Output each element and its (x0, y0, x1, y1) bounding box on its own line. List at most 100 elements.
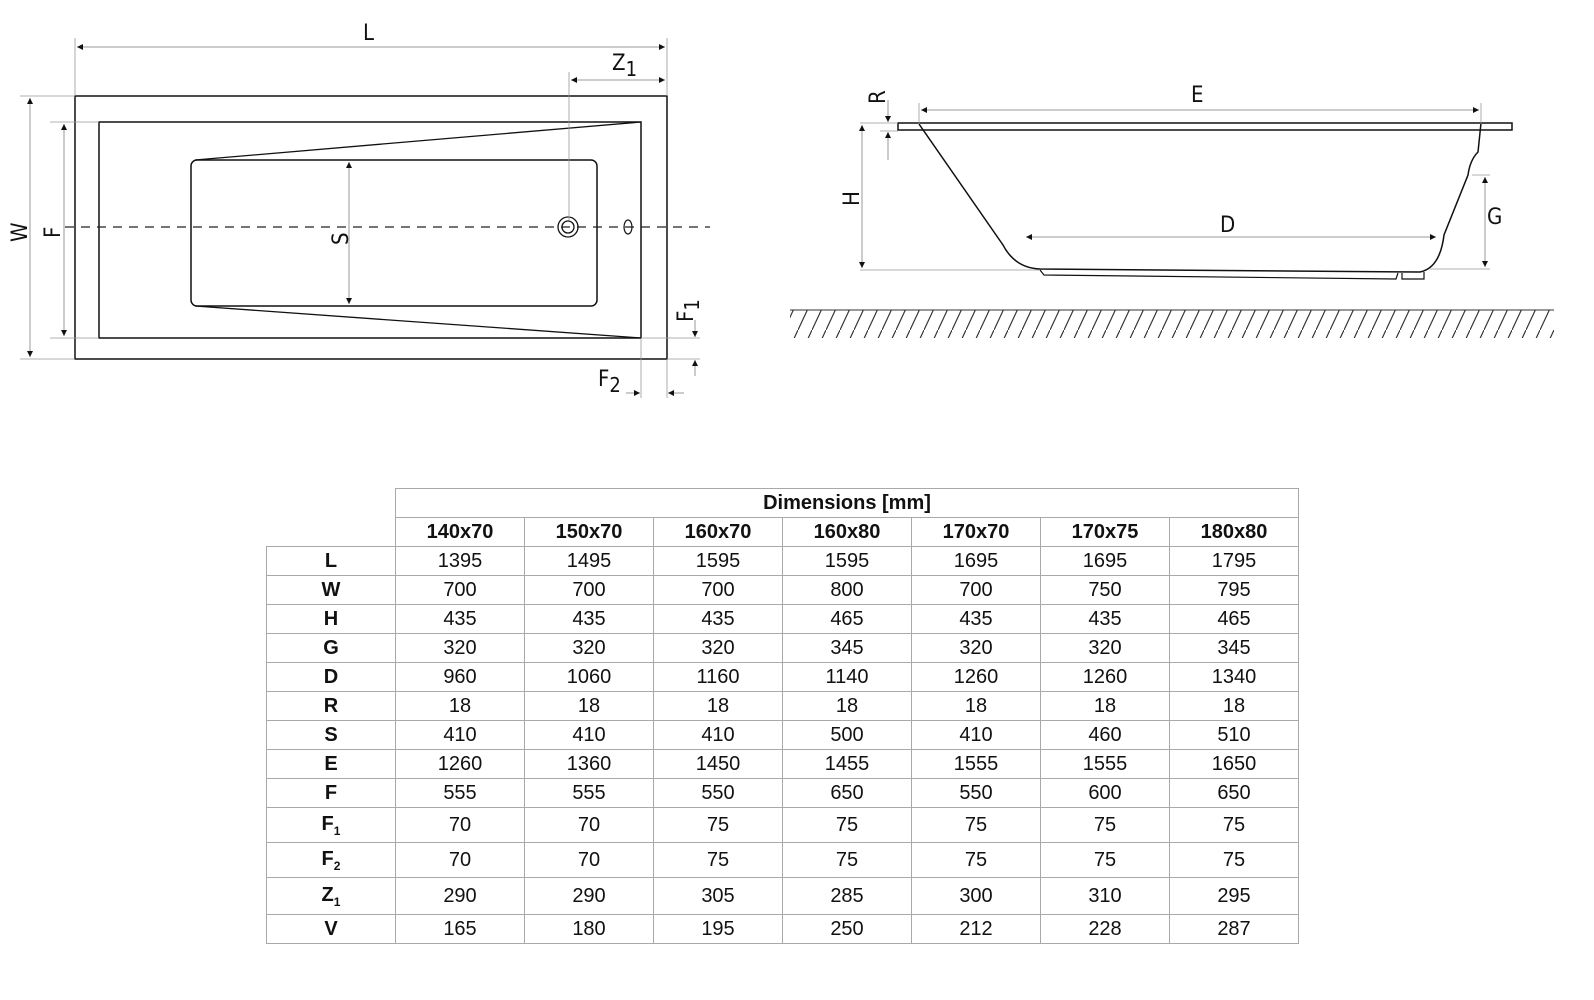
inner-rim (98, 121, 642, 339)
table-cell: 435 (524, 604, 654, 634)
table-cell: 800 (782, 575, 912, 605)
table-cell: 410 (653, 720, 783, 750)
row-label-text: V (324, 917, 338, 940)
table-cell: 320 (395, 633, 525, 663)
table-cell: 195 (653, 914, 783, 944)
floor-hatch (790, 310, 1554, 338)
table-cell: 1595 (653, 546, 783, 576)
overflow-icon (623, 219, 633, 235)
table-cell: 18 (395, 691, 525, 721)
table-cell: 250 (782, 914, 912, 944)
label-E: E (1191, 83, 1204, 108)
row-label-subscript: 2 (333, 858, 341, 873)
table-cell: 555 (395, 778, 525, 808)
row-label: S (266, 720, 396, 750)
table-cell: 435 (653, 604, 783, 634)
table-cell: 18 (782, 691, 912, 721)
drain-icon (557, 216, 579, 238)
table-cell: 290 (395, 877, 525, 915)
table-cell: 320 (1040, 633, 1170, 663)
row-label: D (266, 662, 396, 692)
table-cell: 18 (653, 691, 783, 721)
table-cell: 295 (1169, 877, 1299, 915)
row-label-subscript: 1 (333, 894, 341, 909)
table-cell: 510 (1169, 720, 1299, 750)
table-cell: 460 (1040, 720, 1170, 750)
column-header: 160x70 (653, 517, 783, 547)
label-L: L (363, 21, 374, 46)
table-cell: 345 (782, 633, 912, 663)
table-cell: 1555 (911, 749, 1041, 779)
table-cell: 1260 (395, 749, 525, 779)
table-cell: 320 (653, 633, 783, 663)
table-cell: 75 (782, 842, 912, 878)
label-G: G (1487, 205, 1502, 230)
label-W: W (8, 222, 33, 242)
table-title: Dimensions [mm] (395, 488, 1299, 518)
table-cell: 435 (395, 604, 525, 634)
column-header: 170x75 (1040, 517, 1170, 547)
table-cell: 1060 (524, 662, 654, 692)
table-cell: 795 (1169, 575, 1299, 605)
row-label: G (266, 633, 396, 663)
rim (897, 122, 1513, 131)
table-cell: 1260 (911, 662, 1041, 692)
table-cell: 290 (524, 877, 654, 915)
table-cell: 435 (1040, 604, 1170, 634)
table-cell: 650 (782, 778, 912, 808)
table-cell: 700 (524, 575, 654, 605)
table-cell: 75 (782, 807, 912, 843)
table-cell: 650 (1169, 778, 1299, 808)
row-label: Z1 (266, 877, 396, 915)
table-cell: 212 (911, 914, 1041, 944)
table-cell: 75 (911, 842, 1041, 878)
table-cell: 1260 (1040, 662, 1170, 692)
table-cell: 465 (782, 604, 912, 634)
table-cell: 410 (524, 720, 654, 750)
table-cell: 70 (524, 807, 654, 843)
row-label-text: H (323, 607, 339, 630)
table-cell: 410 (911, 720, 1041, 750)
row-label-text: G (323, 636, 339, 659)
table-cell: 305 (653, 877, 783, 915)
label-S: S (329, 232, 354, 245)
table-cell: 550 (653, 778, 783, 808)
table-cell: 75 (653, 842, 783, 878)
row-label: F (266, 778, 396, 808)
table-cell: 1495 (524, 546, 654, 576)
label-F2: F2 (598, 367, 621, 397)
row-label: H (266, 604, 396, 634)
table-cell: 18 (524, 691, 654, 721)
row-label: R (266, 691, 396, 721)
column-header: 180x80 (1169, 517, 1299, 547)
table-cell: 75 (911, 807, 1041, 843)
table-cell: 500 (782, 720, 912, 750)
row-label-text: L (324, 549, 338, 572)
table-cell: 550 (911, 778, 1041, 808)
table-cell: 1695 (911, 546, 1041, 576)
table-cell: 70 (395, 842, 525, 878)
row-label: F1 (266, 807, 396, 843)
column-header: 140x70 (395, 517, 525, 547)
plan-view: L Z1 W F S F1 F2 (8, 21, 710, 398)
table-cell: 75 (1040, 842, 1170, 878)
table-cell: 285 (782, 877, 912, 915)
table-cell: 1555 (1040, 749, 1170, 779)
row-label: W (266, 575, 396, 605)
table-cell: 1695 (1040, 546, 1170, 576)
table-cell: 1450 (653, 749, 783, 779)
table-cell: 1140 (782, 662, 912, 692)
label-Z1: Z1 (612, 51, 637, 81)
table-cell: 700 (911, 575, 1041, 605)
table-cell: 180 (524, 914, 654, 944)
